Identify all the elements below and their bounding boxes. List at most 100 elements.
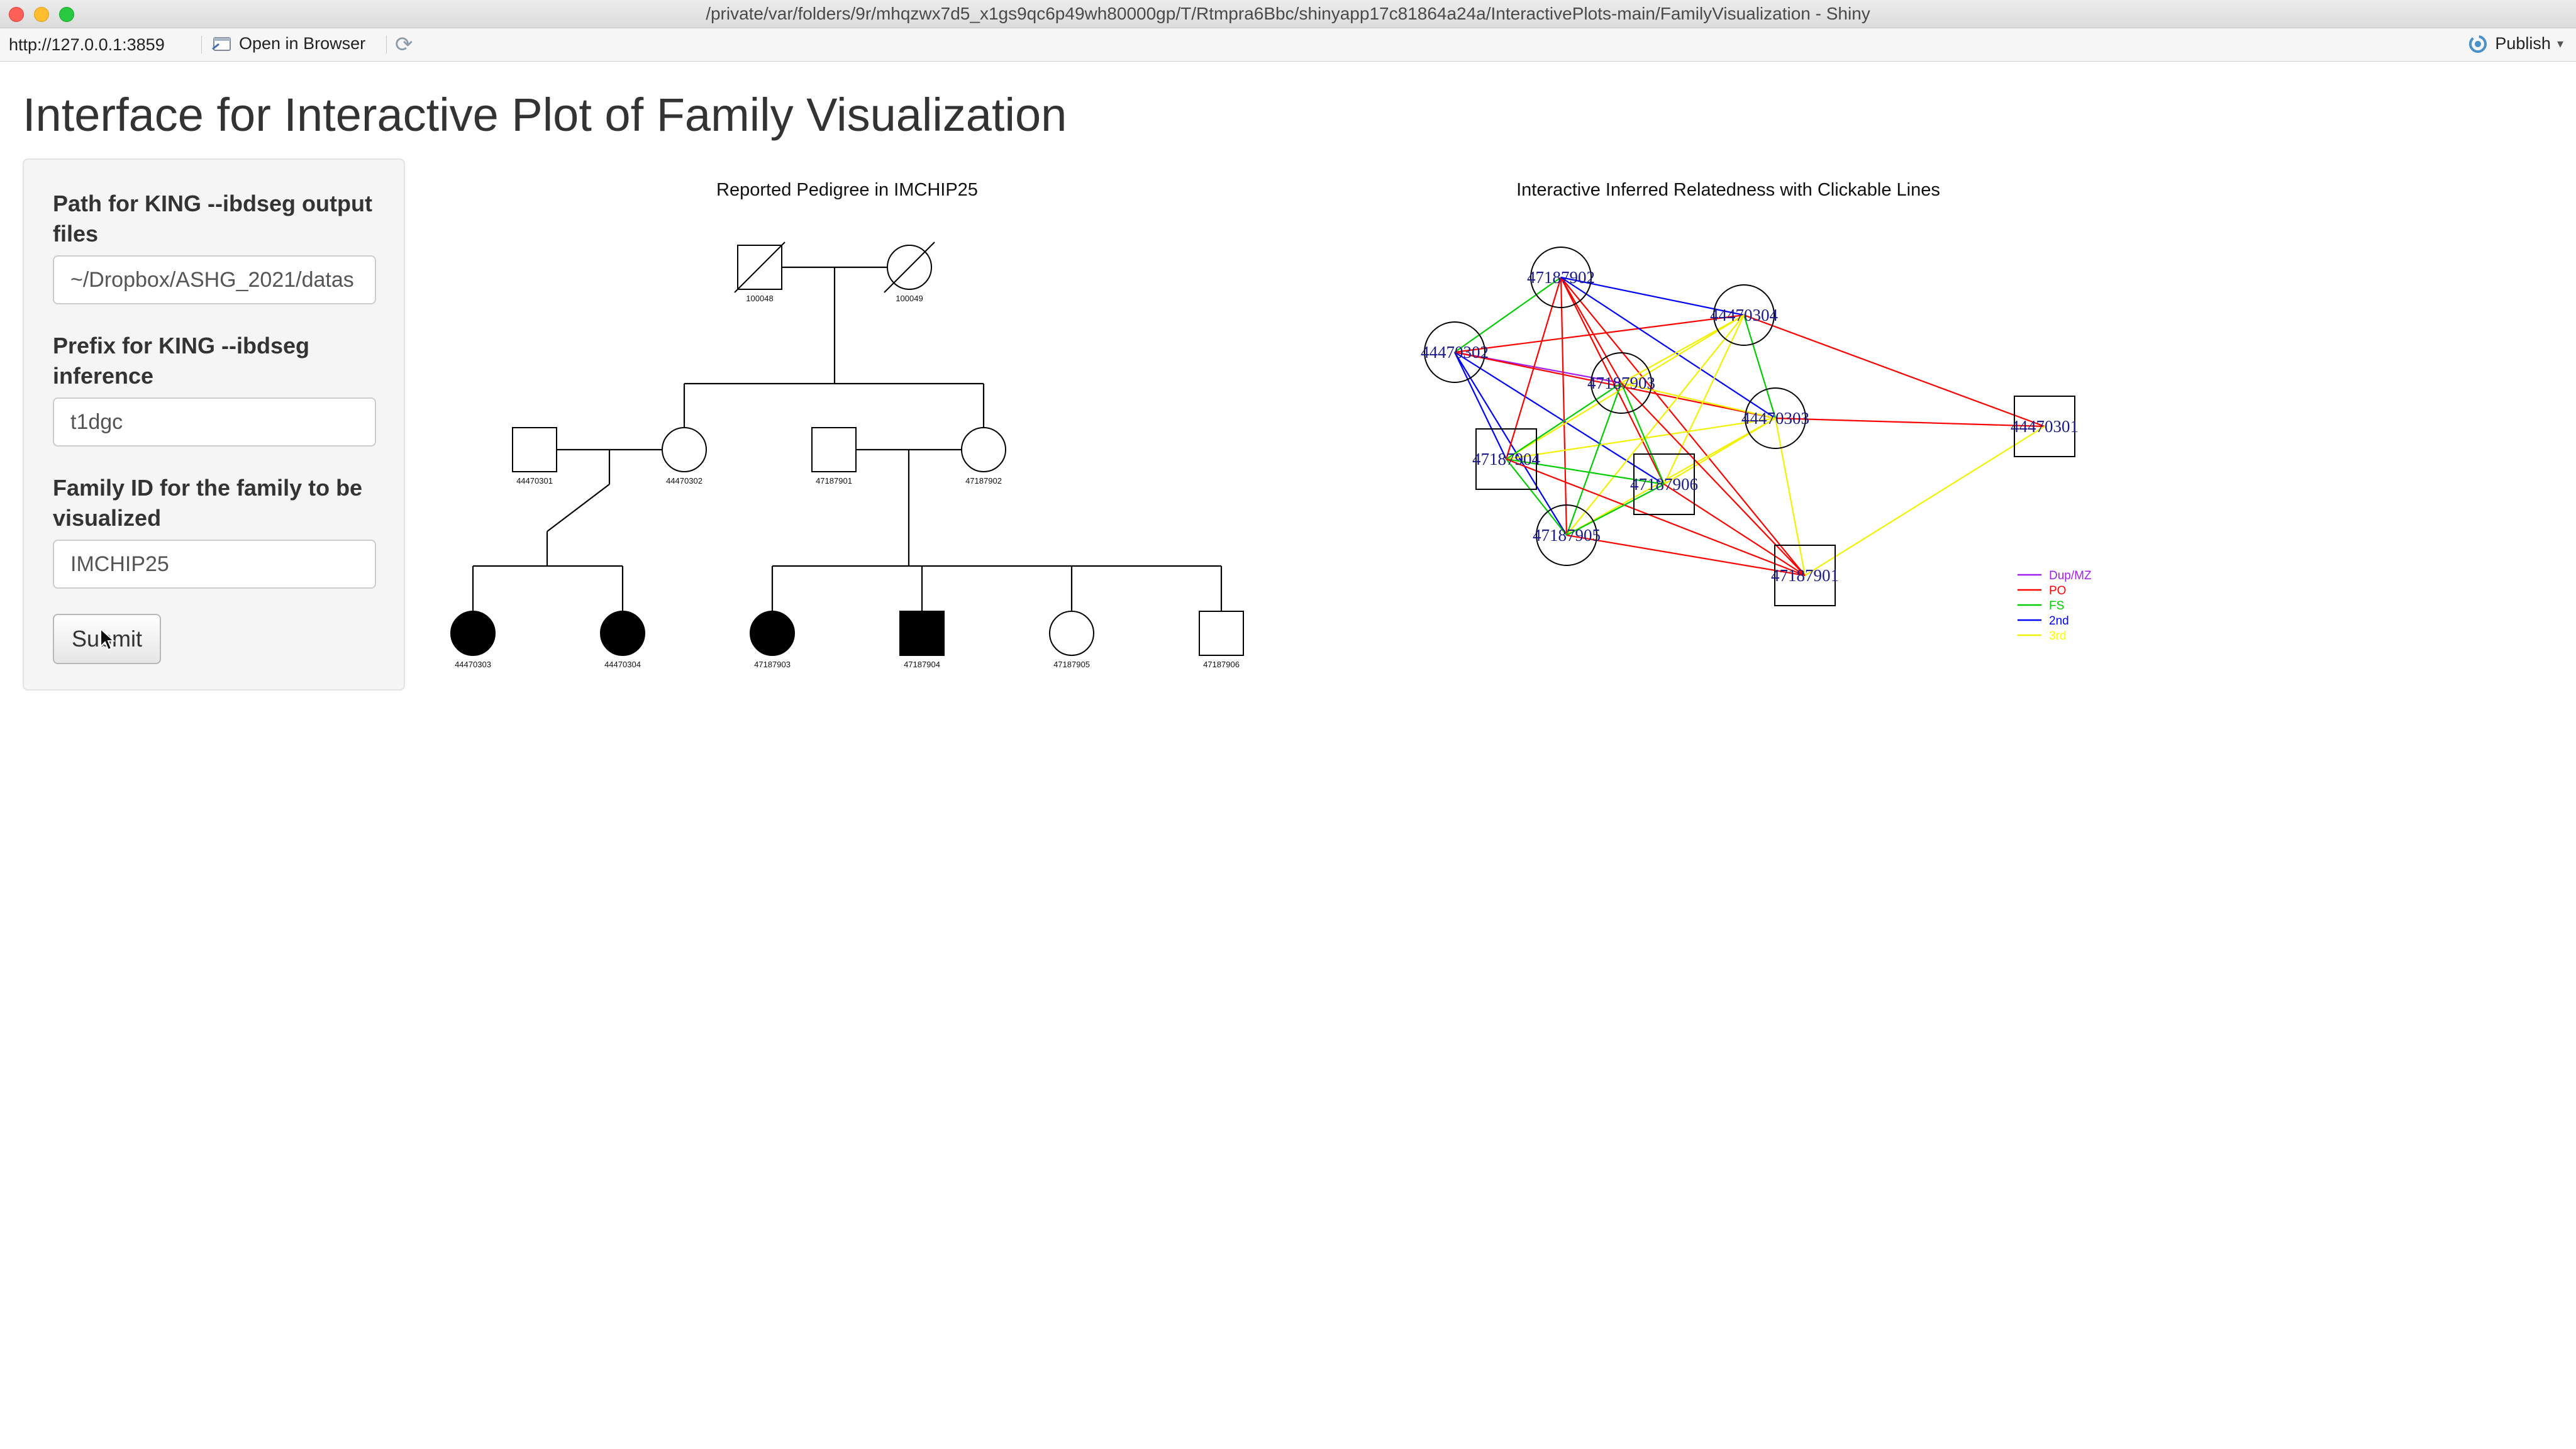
legend-entry: 3rd [2018, 630, 2066, 643]
relationship-line[interactable] [1566, 418, 1776, 536]
relationship-line[interactable] [1774, 418, 1806, 576]
female-symbol [1049, 611, 1094, 656]
window-zoom-button[interactable] [59, 7, 74, 22]
relationship-line[interactable] [1454, 277, 1562, 353]
relationship-line[interactable] [1663, 314, 1745, 485]
relatedness-node[interactable]: 47187905 [1533, 504, 1601, 566]
relationship-line[interactable] [1566, 314, 1745, 536]
relationship-line[interactable] [1506, 417, 1776, 460]
male-symbol [512, 427, 557, 472]
relationship-line[interactable] [1560, 277, 1622, 384]
relationship-line[interactable] [1775, 417, 2045, 428]
female-node-symbol [1745, 387, 1806, 449]
pedigree-connector [547, 484, 610, 532]
pedigree-individual: 47187905 [1049, 611, 1094, 669]
legend-label: FS [2049, 599, 2064, 613]
relationship-line[interactable] [1560, 277, 1776, 419]
male-node-symbol [2014, 396, 2075, 457]
relationship-line[interactable] [1620, 382, 1665, 485]
relatedness-node[interactable]: 44470301 [2011, 396, 2079, 457]
page-title: Interface for Interactive Plot of Family… [23, 89, 1067, 141]
publish-icon [2469, 35, 2487, 53]
open-in-browser-label: Open in Browser [239, 34, 366, 53]
relatedness-node[interactable]: 47187904 [1472, 428, 1541, 490]
relatedness-node[interactable]: 44470304 [1710, 284, 1779, 346]
window-title-bar: /private/var/folders/9r/mhqzwx7d5_x1gs9q… [0, 0, 2576, 28]
individual-id: 47187905 [1053, 660, 1090, 669]
relationship-line[interactable] [1560, 277, 1568, 536]
relationship-line[interactable] [1506, 458, 1665, 486]
toolbar-divider [386, 36, 387, 53]
pedigree-individual: 47187906 [1199, 611, 1244, 669]
prefix-label: Prefix for KING --ibdseg inference [53, 333, 310, 389]
relationship-line[interactable] [1506, 382, 1622, 460]
relationship-line[interactable] [1743, 314, 2045, 428]
node-label: 47187901 [1771, 566, 1839, 585]
legend-entry: 2nd [2018, 614, 2069, 628]
pedigree-title: Reported Pedigree in IMCHIP25 [716, 180, 978, 200]
relationship-line[interactable] [1565, 382, 1623, 536]
relatedness-node[interactable]: 44470302 [1421, 321, 1489, 383]
relatedness-title: Interactive Inferred Relatedness with Cl… [1516, 180, 1940, 200]
individual-id: 100048 [746, 294, 773, 303]
individual-id: 44470301 [516, 476, 553, 486]
pedigree-individual: 47187901 [811, 427, 857, 486]
path-input[interactable] [53, 255, 376, 304]
relatedness-node[interactable]: 47187902 [1527, 247, 1595, 308]
publish-label: Publish [2495, 34, 2551, 53]
individual-id: 47187902 [965, 476, 1002, 486]
prefix-input[interactable] [53, 397, 376, 447]
relatedness-node[interactable]: 47187903 [1587, 352, 1655, 414]
female-node-symbol [1530, 247, 1592, 308]
relationship-line[interactable] [1506, 458, 1806, 577]
legend-label: 2nd [2049, 614, 2069, 628]
relatedness-node[interactable]: 47187901 [1771, 545, 1839, 606]
open-in-browser-icon [212, 36, 231, 51]
relationship-line[interactable] [1454, 352, 1665, 485]
affected-female-symbol [600, 611, 645, 656]
relationship-line[interactable] [1506, 458, 1567, 536]
relationship-line[interactable] [1566, 484, 1665, 536]
individual-id: 44470302 [666, 476, 702, 486]
relationship-line[interactable] [1560, 277, 1806, 576]
relationship-line[interactable] [1743, 314, 1777, 419]
female-node-symbol [1713, 284, 1775, 346]
relationship-line[interactable] [1663, 418, 1776, 485]
individual-id: 47187904 [904, 660, 940, 669]
relationship-line[interactable] [1804, 426, 2045, 576]
relatedness-node[interactable]: 44470303 [1741, 387, 1809, 449]
pedigree-individual: 47187904 [899, 611, 945, 669]
female-symbol [662, 427, 707, 472]
refresh-icon[interactable]: ⟳ [395, 33, 413, 57]
relationship-line[interactable] [1621, 382, 1776, 419]
relationship-line[interactable] [1621, 382, 1806, 576]
individual-id: 44470303 [455, 660, 491, 669]
relationship-line[interactable] [1566, 534, 1806, 577]
relationship-line[interactable] [1454, 352, 1507, 460]
window-title: /private/var/folders/9r/mhqzwx7d5_x1gs9q… [706, 4, 1870, 23]
node-label: 47187902 [1527, 268, 1595, 287]
chevron-down-icon[interactable]: ▾ [2557, 37, 2563, 51]
relationship-line[interactable] [1560, 276, 1745, 316]
family-id-label: Family ID for the family to be visualize… [53, 475, 363, 531]
relatedness-plot: Interactive Inferred Relatedness with Cl… [1421, 180, 2092, 643]
relationship-line[interactable] [1560, 277, 1665, 485]
relationship-line[interactable] [1621, 314, 1745, 384]
open-in-browser-button[interactable]: Open in Browser [211, 34, 365, 53]
node-label: 47187905 [1533, 526, 1601, 545]
publish-button[interactable]: Publish ▾ [2467, 34, 2563, 53]
window-minimize-button[interactable] [34, 7, 49, 22]
path-label: Path for KING --ibdseg output files [53, 191, 372, 247]
toolbar-divider [201, 36, 202, 53]
male-symbol [1199, 611, 1244, 656]
window-close-button[interactable] [9, 7, 24, 22]
url-text[interactable]: http://127.0.0.1:3859 [9, 35, 165, 54]
relationship-line[interactable] [1454, 314, 1745, 353]
legend-entry: FS [2018, 599, 2064, 613]
relatedness-node[interactable]: 47187906 [1630, 453, 1698, 515]
relationship-line[interactable] [1505, 277, 1562, 460]
family-id-input[interactable] [53, 540, 376, 589]
relationship-line[interactable] [1663, 484, 1806, 576]
female-symbol [961, 427, 1006, 472]
